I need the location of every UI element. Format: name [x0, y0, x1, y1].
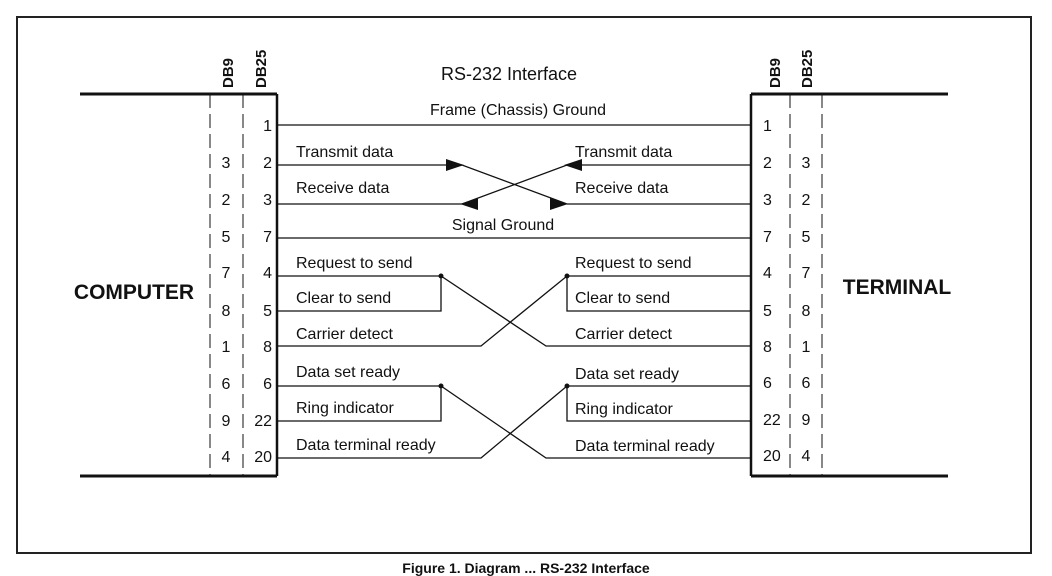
- right-db9-pin: 5: [802, 229, 811, 246]
- right-ri-loop: [566, 386, 751, 422]
- right-db25-pin: 5: [763, 303, 772, 320]
- left-dsr-to-right-dtr: [277, 385, 751, 459]
- left-db25-pin: 22: [254, 413, 272, 430]
- left-rts-to-right-cd: [277, 275, 751, 347]
- signal-label: Data terminal ready: [296, 437, 436, 454]
- left-db9-pin: 9: [222, 413, 231, 430]
- right-db9-pin: 9: [802, 412, 811, 429]
- right-db9-pin: 6: [802, 375, 811, 392]
- arrow-tx-right: [550, 198, 568, 210]
- right-db9-pin: 2: [802, 192, 811, 209]
- left-db25-pin: 5: [263, 303, 272, 320]
- signal-label: Request to send: [575, 255, 692, 272]
- signal-label: Clear to send: [575, 290, 670, 307]
- right-db25-header: DB25: [799, 50, 816, 88]
- right-db9-pin: 8: [802, 303, 811, 320]
- left-cd-to-right-rts: [277, 275, 751, 347]
- right-db25-pin: 7: [763, 229, 772, 246]
- left-db9-pin: 7: [222, 265, 231, 282]
- left-ri-loop: [277, 386, 442, 422]
- terminal-label: TERMINAL: [843, 276, 952, 299]
- signal-label: Request to send: [296, 255, 413, 272]
- right-db9-pin: 7: [802, 265, 811, 282]
- signal-label: Carrier detect: [296, 326, 393, 343]
- right-db25-pin: 1: [763, 118, 772, 135]
- receive-data-wire: [277, 164, 751, 205]
- signal-label: Ring indicator: [296, 400, 395, 417]
- computer-label: COMPUTER: [74, 281, 194, 304]
- right-db25-pin: 3: [763, 192, 772, 209]
- arrow-rx-right: [564, 159, 582, 171]
- left-db9-pin: 8: [222, 303, 231, 320]
- signal-label: Data terminal ready: [575, 438, 715, 455]
- signal-label: Signal Ground: [452, 217, 554, 234]
- left-db9-header: DB9: [220, 58, 237, 88]
- right-db25-pin: 2: [763, 155, 772, 172]
- left-cts-loop: [277, 276, 442, 312]
- signal-label: Ring indicator: [575, 401, 674, 418]
- arrow-rx-left: [460, 198, 478, 210]
- left-dtr-to-right-dsr: [277, 385, 751, 459]
- junction-dot: [438, 383, 444, 389]
- left-db25-header: DB25: [253, 50, 270, 88]
- signal-label: Data set ready: [296, 364, 400, 381]
- signal-label: Frame (Chassis) Ground: [430, 102, 606, 119]
- diagram-title: RS-232 Interface: [441, 64, 577, 84]
- left-db25-pin: 4: [263, 265, 272, 282]
- right-db9-pin: 4: [802, 448, 811, 465]
- signal-label: Data set ready: [575, 366, 679, 383]
- signal-label: Transmit data: [296, 144, 393, 161]
- left-db25-pin: 6: [263, 376, 272, 393]
- right-cts-loop: [566, 276, 751, 312]
- signal-label: Clear to send: [296, 290, 391, 307]
- right-db25-pin: 6: [763, 375, 772, 392]
- right-db25-pin: 22: [763, 412, 781, 429]
- left-db25-pin: 20: [254, 449, 272, 466]
- left-db25-pin: 7: [263, 229, 272, 246]
- signal-label: Transmit data: [575, 144, 672, 161]
- left-db9-pin: 3: [222, 155, 231, 172]
- left-db25-pin: 1: [263, 118, 272, 135]
- left-db9-pin: 4: [222, 449, 231, 466]
- left-db25-pin: 3: [263, 192, 272, 209]
- signal-label: Receive data: [296, 180, 389, 197]
- junction-dot: [564, 383, 570, 389]
- arrow-tx-left: [446, 159, 464, 171]
- left-db25-pin: 8: [263, 339, 272, 356]
- signal-label: Carrier detect: [575, 326, 672, 343]
- signal-label: Receive data: [575, 180, 668, 197]
- right-db9-pin: 1: [802, 339, 811, 356]
- left-db9-pin: 6: [222, 376, 231, 393]
- left-db9-pin: 2: [222, 192, 231, 209]
- right-db25-pin: 20: [763, 448, 781, 465]
- left-db9-pin: 5: [222, 229, 231, 246]
- junction-dot: [438, 273, 444, 279]
- figure-caption: Figure 1. Diagram ... RS-232 Interface: [402, 560, 650, 576]
- left-db9-pin: 1: [222, 339, 231, 356]
- right-db25-pin: 8: [763, 339, 772, 356]
- right-db9-pin: 3: [802, 155, 811, 172]
- right-db25-pin: 4: [763, 265, 772, 282]
- junction-dot: [564, 273, 570, 279]
- left-db25-pin: 2: [263, 155, 272, 172]
- diagram-frame: [16, 16, 1032, 554]
- right-db9-header: DB9: [767, 58, 784, 88]
